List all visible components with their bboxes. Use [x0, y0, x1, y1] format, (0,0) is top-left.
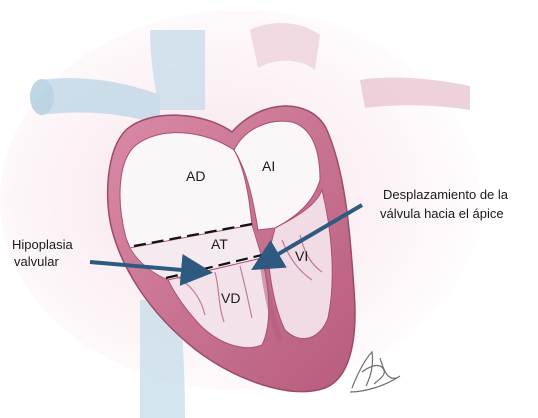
label-ai: AI — [262, 158, 275, 174]
label-ad: AD — [186, 168, 205, 184]
callout-desplazamiento-line1: Desplazamiento de la — [383, 187, 509, 202]
label-vd: VD — [221, 290, 240, 306]
callout-desplazamiento-line2: válvula hacia el ápice — [380, 206, 504, 221]
callout-hipoplasia-line2: valvular — [14, 254, 59, 269]
label-at: AT — [211, 236, 228, 252]
label-vi: VI — [295, 248, 308, 264]
callout-hipoplasia-line1: Hipoplasia — [12, 237, 73, 252]
